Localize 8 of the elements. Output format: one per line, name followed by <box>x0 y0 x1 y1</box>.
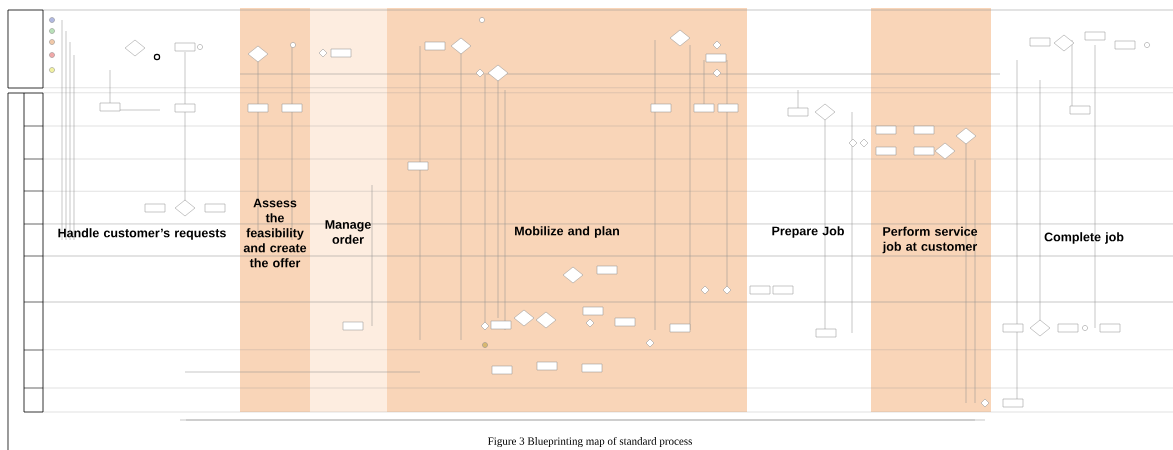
phase-label: Perform service job at customer <box>882 226 978 254</box>
phase-label: Prepare Job <box>772 226 844 238</box>
phase-label: Handle customer’s requests <box>58 228 226 240</box>
phase-label: Assess the feasibility and create the offer <box>243 198 307 268</box>
phase-label: Mobilize and plan <box>515 226 619 238</box>
phase-label: Manage order <box>325 220 371 244</box>
caption: Figure 3 Blueprinting map of standard process <box>488 436 692 448</box>
phase-label: Complete job <box>1044 232 1124 244</box>
